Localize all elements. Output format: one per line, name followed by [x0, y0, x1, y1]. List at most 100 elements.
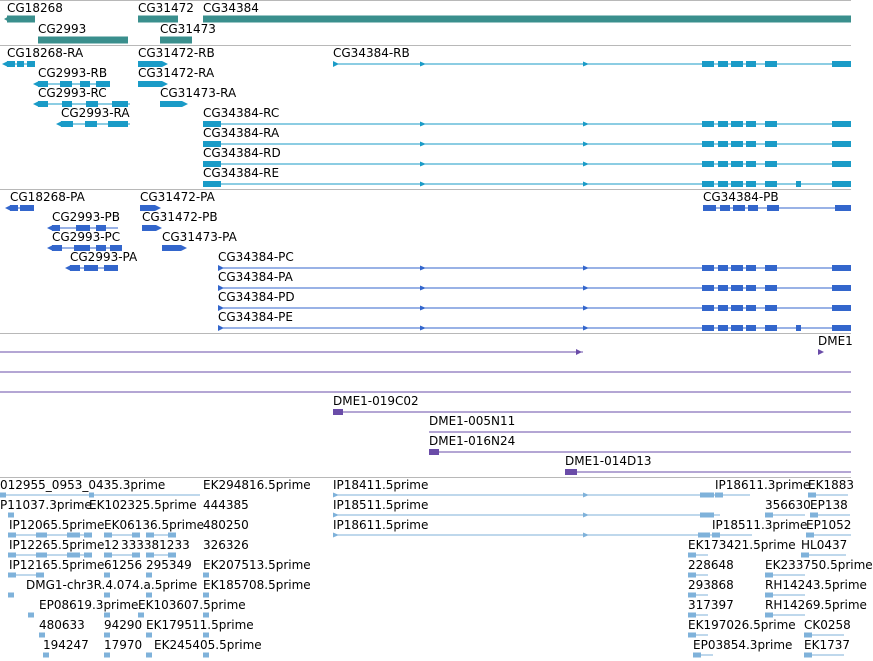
- est-label[interactable]: 317397: [688, 598, 734, 612]
- cds-cg2993-pb-label[interactable]: CG2993-PB: [52, 210, 121, 224]
- est-25-exon[interactable]: [203, 652, 209, 658]
- cds-long-3-exon[interactable]: [746, 325, 756, 331]
- rna-small-4-arrow[interactable]: [162, 61, 168, 67]
- est-span-2-exon[interactable]: [8, 572, 16, 578]
- rna-long-0-exon[interactable]: [832, 61, 851, 67]
- gene-4-exon[interactable]: [203, 15, 851, 23]
- est-label[interactable]: EK185708.5prime: [203, 578, 311, 592]
- est-label[interactable]: 295349: [146, 558, 192, 572]
- rna-long-3-exon[interactable]: [718, 161, 728, 167]
- est-r-15-exon[interactable]: [804, 632, 812, 638]
- gene-cg18268-label[interactable]: CG18268: [7, 1, 63, 15]
- rna-long-4-exon[interactable]: [765, 181, 777, 187]
- est-span-6-exon[interactable]: [39, 552, 47, 558]
- est-span-3-exon[interactable]: [132, 532, 140, 538]
- rna-long-3-arrow[interactable]: [420, 161, 426, 167]
- cds-small-2-arrow[interactable]: [47, 245, 53, 251]
- est-span-10-exon[interactable]: [168, 552, 176, 558]
- gene-cg31472-arrow[interactable]: [170, 15, 176, 23]
- est-label[interactable]: RH14243.5prime: [765, 578, 867, 592]
- rna-long-2-exon[interactable]: [746, 141, 756, 147]
- est-1-exon[interactable]: [8, 512, 14, 518]
- est-label[interactable]: EP138: [810, 498, 848, 512]
- est-span-8-exon[interactable]: [72, 552, 80, 558]
- est-ip186-exon[interactable]: [698, 532, 710, 538]
- gene-2-exon[interactable]: [138, 15, 178, 23]
- cds-cg34384-pe-label[interactable]: CG34384-PE: [218, 310, 293, 324]
- est-label[interactable]: 356630: [765, 498, 811, 512]
- est-ip184-exon[interactable]: [700, 492, 714, 498]
- est-22-exon[interactable]: [203, 592, 209, 598]
- cds-cg34384-pb-label[interactable]: CG34384-PB: [703, 190, 779, 204]
- cds-cg31472-pb-label[interactable]: CG31472-PB: [142, 210, 218, 224]
- rna-long-1-exon[interactable]: [731, 121, 743, 127]
- cds-long-pb-exon[interactable]: [733, 205, 745, 211]
- est-label[interactable]: IP18611.5prime: [333, 518, 429, 532]
- rna-long-4-exon[interactable]: [832, 181, 851, 187]
- est-span-0-exon[interactable]: [8, 532, 16, 538]
- rna-cg31472-rb-label[interactable]: CG31472-RB: [138, 46, 215, 60]
- cds-small-0-exon[interactable]: [20, 205, 34, 211]
- rna-long-1-exon[interactable]: [718, 121, 728, 127]
- rna-long-0-arrow[interactable]: [583, 61, 589, 67]
- clone-1-arrow[interactable]: [576, 349, 582, 355]
- rna-long-2-arrow[interactable]: [583, 141, 589, 147]
- est-label[interactable]: 61256: [104, 558, 143, 572]
- rna-long-4-exon[interactable]: [731, 181, 743, 187]
- cds-long-2-arrow[interactable]: [583, 305, 589, 311]
- cds-long-1-exon[interactable]: [746, 285, 756, 291]
- cds-long-3-exon[interactable]: [765, 325, 777, 331]
- cds-long-3-exon[interactable]: [832, 325, 851, 331]
- est-span-5-exon[interactable]: [39, 532, 47, 538]
- est-span-4-exon[interactable]: [104, 552, 112, 558]
- est-span-8-exon[interactable]: [84, 552, 92, 558]
- rna-long-2-exon[interactable]: [203, 141, 221, 147]
- rna-long-0-arrow[interactable]: [420, 61, 426, 67]
- rna-cg34384-rd-label[interactable]: CG34384-RD: [203, 146, 281, 160]
- rna-long-1-arrow[interactable]: [420, 121, 426, 127]
- cds-long-0-exon[interactable]: [832, 265, 851, 271]
- rna-long-2-exon[interactable]: [718, 141, 728, 147]
- rna-small-6-exon[interactable]: [160, 101, 182, 107]
- cds-long-3-exon[interactable]: [718, 325, 728, 331]
- est-label[interactable]: 94290: [104, 618, 143, 632]
- est-13-exon[interactable]: [104, 612, 110, 618]
- est-24-exon[interactable]: [203, 632, 209, 638]
- est-15-exon[interactable]: [104, 652, 110, 658]
- est-19-exon[interactable]: [146, 632, 152, 638]
- rna-long-4-exon[interactable]: [702, 181, 714, 187]
- cds-long-0-exon[interactable]: [718, 265, 728, 271]
- rna-long-1-exon[interactable]: [702, 121, 714, 127]
- rna-long-2-exon[interactable]: [731, 141, 743, 147]
- est-label[interactable]: EK103607.5prime: [138, 598, 246, 612]
- cds-long-1-exon[interactable]: [702, 285, 714, 291]
- cds-long-1-arrow[interactable]: [420, 285, 426, 291]
- est-label[interactable]: 333381233: [121, 538, 190, 552]
- rna-long-0-exon[interactable]: [702, 61, 714, 67]
- cds-small-3-exon[interactable]: [84, 265, 98, 271]
- cds-small-2-exon[interactable]: [96, 245, 106, 251]
- cds-small-3-exon[interactable]: [70, 265, 80, 271]
- est-label[interactable]: EP08619.3prime: [39, 598, 139, 612]
- cds-long-3-arrow[interactable]: [420, 325, 426, 331]
- cds-cg34384-pc-label[interactable]: CG34384-PC: [218, 250, 294, 264]
- cds-long-2-exon[interactable]: [746, 305, 756, 311]
- rna-small-4-exon[interactable]: [138, 61, 162, 67]
- cds-long-0-exon[interactable]: [702, 265, 714, 271]
- cds-small-0-exon[interactable]: [10, 205, 18, 211]
- rna-long-2-exon[interactable]: [702, 141, 714, 147]
- est-16-exon[interactable]: [138, 612, 144, 618]
- est-ip185-arrow[interactable]: [583, 512, 589, 518]
- cds-small-2-exon[interactable]: [110, 245, 122, 251]
- est-label[interactable]: 228648: [688, 558, 734, 572]
- est-r-2-exon[interactable]: [765, 512, 773, 518]
- rna-small-3-arrow[interactable]: [56, 121, 62, 127]
- est-label[interactable]: IP12165.5prime: [9, 558, 105, 572]
- cds-long-0-exon[interactable]: [765, 265, 777, 271]
- rna-small-2-exon[interactable]: [38, 101, 48, 107]
- rna-long-1-arrow[interactable]: [583, 121, 589, 127]
- cds-cg34384-pa-label[interactable]: CG34384-PA: [218, 270, 293, 284]
- est-label[interactable]: EK1737: [804, 638, 850, 652]
- cds-cg2993-pc-label[interactable]: CG2993-PC: [52, 230, 121, 244]
- cds-small-4-exon[interactable]: [140, 205, 155, 211]
